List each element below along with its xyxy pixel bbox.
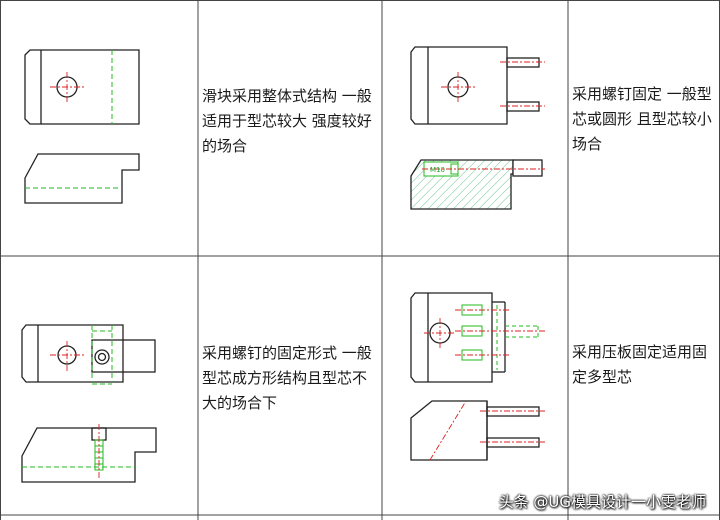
row2-left-description: 采用螺钉的固定形式 一般型芯成方形结构且型芯不大的场合下 xyxy=(202,344,372,412)
screw-label: M10 xyxy=(430,166,445,174)
watermark: 头条 @UG模具设计一小雯老师 xyxy=(498,493,706,511)
row1-right-description: 采用螺钉固定 一般型芯或圆形 且型芯较小场合 xyxy=(572,85,712,153)
row1-left-description: 滑块采用整体式结构 一般适用于型芯较大 强度较好的场合 xyxy=(202,87,372,155)
row2-right-description: 采用压板固定适用固定多型芯 xyxy=(572,343,708,386)
